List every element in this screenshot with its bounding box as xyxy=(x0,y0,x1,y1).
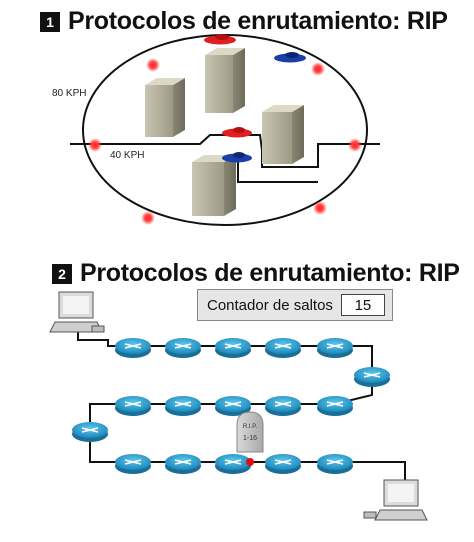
section-1-title: 1 Protocolos de enrutamiento: RIP xyxy=(40,7,448,36)
waypoint-4 xyxy=(313,201,327,215)
waypoint-2 xyxy=(348,138,362,152)
router-icon xyxy=(215,338,251,358)
computer-destination-icon xyxy=(363,479,428,521)
waypoint-5 xyxy=(311,62,325,76)
section-2-heading: Protocolos de enrutamiento: RIP xyxy=(80,259,460,287)
router-icon xyxy=(354,367,390,387)
car-red-top xyxy=(204,34,236,45)
building-left xyxy=(145,78,185,137)
rip-tombstone-icon: R.I.P. 1-16 xyxy=(236,411,264,453)
car-blue-middle xyxy=(222,152,252,163)
router-icon xyxy=(165,454,201,474)
car-red-middle xyxy=(222,127,252,138)
inner-road xyxy=(237,155,318,183)
building-right xyxy=(262,105,304,164)
router-icon xyxy=(165,396,201,416)
router-icon xyxy=(265,396,301,416)
router-icon xyxy=(317,454,353,474)
hop-counter-label: Contador de saltos xyxy=(207,296,333,314)
rip-packet-line2: 1-16 xyxy=(243,435,257,442)
building-bottom xyxy=(192,155,236,216)
router-icon xyxy=(115,454,151,474)
waypoint-1 xyxy=(88,138,102,152)
router-icon xyxy=(165,338,201,358)
section-2-title: 2 Protocolos de enrutamiento: RIP xyxy=(52,259,460,288)
waypoint-6 xyxy=(146,58,160,72)
section-1-number: 1 xyxy=(40,11,60,32)
car-blue-top xyxy=(274,52,306,63)
router-icon xyxy=(215,396,251,416)
router-icon xyxy=(265,338,301,358)
routers xyxy=(72,338,390,474)
rip-packet-line1: R.I.P. xyxy=(243,424,258,430)
hop-counter-value: 15 xyxy=(340,294,385,316)
link-pc1-chain xyxy=(77,332,373,368)
waypoint-3 xyxy=(141,211,155,225)
packet-dot-icon xyxy=(246,458,254,466)
building-top xyxy=(205,48,245,113)
router-icon xyxy=(72,422,108,442)
router-icon xyxy=(317,338,353,358)
router-icon xyxy=(317,396,353,416)
section-1-heading: Protocolos de enrutamiento: RIP xyxy=(68,7,448,35)
speed-label-80: 80 KPH xyxy=(52,88,87,99)
router-icon xyxy=(215,454,251,474)
router-icon xyxy=(115,396,151,416)
waypoints xyxy=(88,58,362,225)
computer-source-icon xyxy=(49,291,105,333)
speed-label-40: 40 KPH xyxy=(110,150,145,161)
link-row2 xyxy=(89,378,373,430)
section-2-number: 2 xyxy=(52,263,72,284)
hop-counter: Contador de saltos 15 xyxy=(197,289,393,321)
router-icon xyxy=(115,338,151,358)
router-icon xyxy=(265,454,301,474)
